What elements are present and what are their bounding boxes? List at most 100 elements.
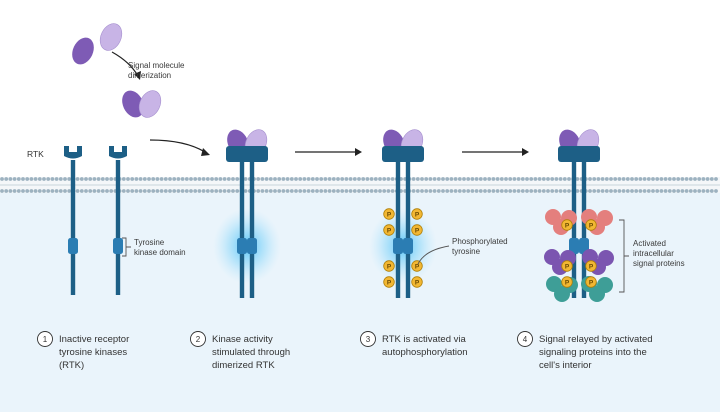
lipid-head: [491, 177, 496, 181]
lipid-head: [142, 189, 147, 193]
step-arrowhead-2: [522, 148, 529, 156]
lipid-head: [575, 189, 580, 193]
lipid-head: [684, 189, 689, 193]
lipid-head: [0, 189, 4, 193]
phosphorylated-label-line2: tyrosine: [452, 247, 481, 256]
lipid-head: [294, 177, 298, 181]
lipid-head: [672, 177, 676, 181]
lipid-head: [462, 177, 466, 181]
lipid-head: [88, 177, 93, 181]
lipid-head: [558, 189, 563, 193]
lipid-head: [130, 189, 135, 193]
lipid-head: [134, 177, 139, 181]
lipid-head: [369, 189, 374, 193]
lipid-head: [415, 177, 420, 181]
lipid-head: [58, 189, 63, 193]
lipid-head: [315, 189, 319, 193]
lipid-head: [483, 177, 487, 181]
lipid-head: [512, 177, 517, 181]
lipid-head: [449, 189, 454, 193]
kinase-domain-label-line1: Tyrosine: [134, 238, 165, 247]
lipid-head: [302, 177, 307, 181]
lipid-head: [210, 189, 214, 193]
lipid-head: [147, 189, 151, 193]
lipid-head: [63, 189, 67, 193]
lipid-head: [201, 189, 206, 193]
lipid-head: [504, 177, 508, 181]
lipid-head: [520, 177, 525, 181]
lipid-head: [378, 189, 382, 193]
lipid-head: [277, 177, 282, 181]
lipid-head: [281, 177, 286, 181]
phosphate-letter: P: [565, 222, 570, 229]
rtk-label: RTK: [27, 149, 44, 159]
kinase-domain: [569, 238, 579, 254]
lipid-head: [428, 189, 433, 193]
kinase-domain-label-line2: kinase domain: [134, 248, 186, 257]
lipid-head: [529, 177, 534, 181]
lipid-head: [478, 177, 483, 181]
phosphate-circle: [383, 276, 395, 288]
lipid-head: [163, 177, 168, 181]
free-signal-molecules: [72, 23, 162, 118]
lipid-head: [21, 189, 25, 193]
lipid-head: [483, 189, 487, 193]
phosphate-letter: P: [387, 279, 392, 286]
receptor-panel-dimerized: [213, 129, 281, 298]
lipid-head: [474, 189, 479, 193]
lipid-head: [331, 177, 336, 181]
phosphate-letter: P: [565, 263, 570, 270]
lipid-head: [344, 177, 349, 181]
lipid-head: [147, 177, 151, 181]
lipid-head: [159, 189, 164, 193]
dimer-extracellular-block: [382, 146, 424, 162]
lipid-head: [596, 189, 601, 193]
lipid-head: [285, 177, 290, 181]
phosphate-letter: P: [589, 279, 594, 286]
lipid-head: [260, 177, 265, 181]
receptor-stem: [405, 160, 411, 298]
phosphate-circle: [561, 260, 573, 272]
lipid-head: [310, 189, 315, 193]
lipid-head: [205, 189, 210, 193]
phosphate-letter: P: [565, 279, 570, 286]
lipid-head: [201, 177, 206, 181]
lipid-head: [277, 189, 282, 193]
phosphate-circle: [585, 260, 597, 272]
lipid-head: [176, 189, 181, 193]
step-4-line2: signaling proteins into the: [539, 347, 647, 358]
phosphate-circle: [411, 208, 423, 220]
lipid-head: [420, 177, 424, 181]
lipid-head: [37, 189, 42, 193]
lipid-head: [352, 189, 357, 193]
lipid-head: [327, 177, 332, 181]
lipid-head: [243, 177, 248, 181]
lipid-head: [693, 189, 697, 193]
lipid-head: [378, 177, 382, 181]
kinase-domain: [247, 238, 257, 254]
lipid-head: [537, 189, 542, 193]
step-1-badge: [37, 331, 53, 347]
lipid-head: [348, 189, 353, 193]
relay-protein-teal: [554, 286, 570, 302]
lipid-head: [54, 189, 59, 193]
lipid-head: [235, 177, 240, 181]
lipid-head: [600, 189, 605, 193]
lipid-head: [92, 189, 97, 193]
annotations: RTK Signal molecule dimerization Tyrosin…: [27, 61, 685, 293]
lipid-head: [420, 189, 424, 193]
phosphate-letter: P: [589, 222, 594, 229]
lipid-head: [382, 177, 387, 181]
lipid-head: [88, 189, 93, 193]
dimerization-arrowhead: [134, 71, 141, 80]
receptor-stem: [395, 160, 401, 298]
lipid-head: [193, 177, 198, 181]
lipid-head: [302, 189, 307, 193]
lipid-head: [289, 177, 294, 181]
lipid-head: [546, 177, 550, 181]
lipid-head: [138, 189, 143, 193]
lipid-head: [373, 177, 378, 181]
lipid-head: [348, 177, 353, 181]
lipid-head: [50, 177, 55, 181]
